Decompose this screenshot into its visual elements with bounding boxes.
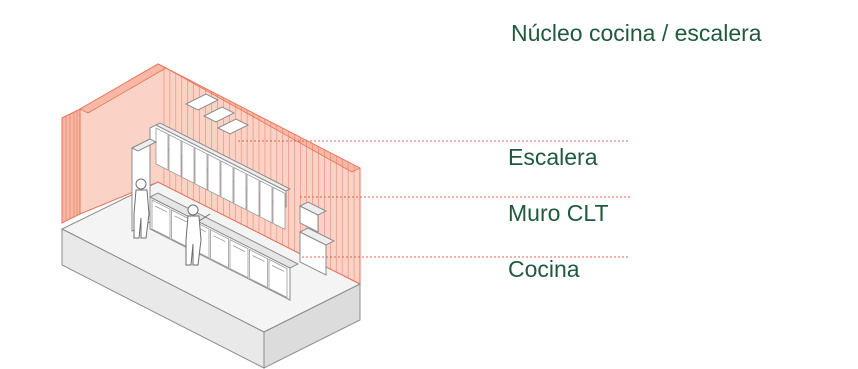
upper-cabinet-doors (155, 127, 286, 231)
diagram-title: Núcleo cocina / escalera (511, 20, 762, 46)
label-escalera: Escalera (508, 144, 598, 170)
label-muro-clt: Muro CLT (508, 200, 609, 226)
leader-lines (238, 140, 630, 258)
label-cocina: Cocina (508, 256, 580, 282)
clt-wall-left (61, 108, 81, 224)
person-figure-left (133, 178, 150, 239)
person-figure-right (185, 204, 211, 266)
stair-block (298, 201, 336, 276)
upper-shelves (184, 93, 250, 135)
